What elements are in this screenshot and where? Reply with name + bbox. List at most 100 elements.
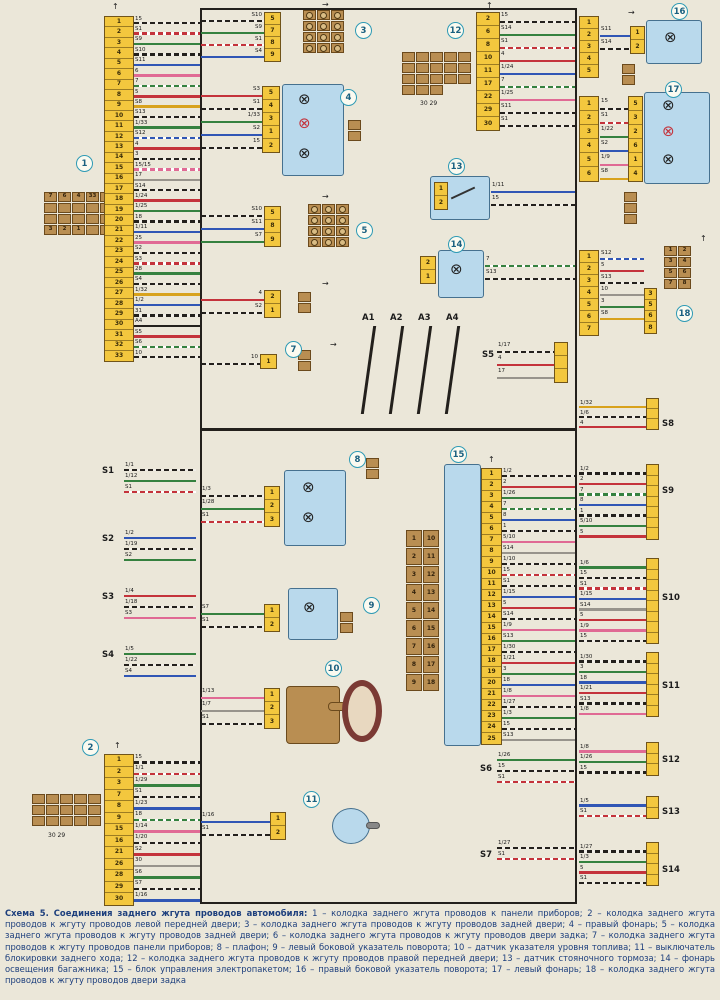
pin-cell: 3	[580, 125, 598, 139]
pin-cell: 11	[477, 65, 499, 78]
wire-circuit-label: 1/24	[135, 192, 148, 199]
wire: 15	[491, 195, 575, 208]
wire-line	[502, 705, 575, 708]
wire-circuit-label: 3	[503, 665, 507, 672]
pin-cell: 6	[580, 311, 598, 323]
connector-pin-cell: 2	[678, 246, 691, 256]
wire-circuit-label: 1/22	[125, 656, 138, 663]
pin-cell: 8	[477, 39, 499, 52]
pin-cell	[647, 601, 658, 612]
wire: 1/3	[579, 854, 646, 866]
wire-circuit-label: 1/3	[503, 709, 512, 716]
bulb-icon: ⊗	[298, 114, 311, 132]
wire-line	[134, 251, 200, 255]
wire: S12	[600, 250, 644, 262]
legend-item: 9 – левый боковой указатель поворота;	[272, 941, 451, 952]
wire: 1/24	[500, 64, 575, 77]
pin-cell: 16	[105, 174, 133, 184]
connector-socket-cell	[331, 21, 344, 31]
wire-line	[579, 629, 646, 632]
pin-cell: 6	[477, 26, 499, 39]
wire-line	[502, 628, 575, 631]
connector-12-mating-block	[402, 52, 471, 95]
wire-circuit-label: 1	[503, 522, 507, 529]
wire-line	[201, 696, 264, 699]
splice-s10-end-strip	[646, 558, 659, 644]
pin-cell	[647, 653, 658, 664]
wire-line	[500, 33, 575, 36]
wire: 1/5	[579, 798, 646, 809]
wire-line	[134, 63, 200, 67]
wire-circuit-label: 1/19	[125, 540, 138, 547]
legend-item: 2 – колодка заднего жгута проводов к жгу…	[5, 908, 715, 930]
wire: 4	[134, 141, 200, 151]
connector-socket-cell	[322, 237, 335, 247]
wire: S9	[201, 24, 264, 36]
wire: S7	[134, 880, 200, 893]
wire: 1/27	[497, 840, 575, 851]
wire: 1/26	[579, 754, 646, 766]
component-number-16: 16	[671, 3, 688, 20]
wire: S14	[600, 39, 630, 52]
pin-cell: 15	[105, 824, 133, 836]
wire-line	[134, 864, 200, 867]
connector-pin-cell	[72, 214, 85, 224]
wire-line	[134, 887, 200, 890]
wire-circuit-label: S3	[125, 609, 132, 616]
wire-circuit-label: S11	[501, 102, 512, 109]
wire: S11	[134, 57, 200, 68]
pin-cell: 2	[635, 42, 640, 50]
wire: 1/27	[579, 844, 646, 855]
wire-line	[600, 121, 628, 124]
wire: 1/30	[579, 654, 646, 665]
wire-circuit-label: S14	[503, 610, 514, 617]
wire-line	[579, 660, 646, 663]
wire-circuit-label: 7	[580, 486, 584, 493]
connector-pin-cell	[444, 52, 457, 62]
wire: S13	[579, 696, 646, 707]
pin-cell	[647, 664, 658, 674]
wire-circuit-label: 1/2	[125, 529, 134, 536]
wire-line	[500, 111, 575, 114]
wire: 6	[134, 68, 200, 78]
wire: 5	[134, 89, 200, 99]
pin-cell: 9	[105, 813, 133, 824]
wire-circuit-label: S1	[255, 35, 262, 42]
pin-cell: 21	[105, 226, 133, 237]
small-connector-block	[366, 458, 379, 479]
wire: S8	[134, 99, 200, 110]
pin-cell: 2	[438, 198, 444, 206]
pin-cell	[647, 622, 658, 633]
caption-legend: 1 – колодка заднего жгута проводов к пан…	[5, 908, 715, 985]
connector-pin-cell	[58, 214, 71, 224]
wire-circuit-label: 1/1	[125, 461, 134, 468]
pin-cell: 25	[487, 734, 496, 742]
component-number-1: 1	[76, 155, 93, 172]
direction-arrow-icon: →	[322, 192, 329, 201]
connector-socket-cell	[308, 226, 321, 236]
pin-cell: 4	[580, 139, 598, 153]
wire-line	[502, 738, 575, 741]
wire: S1	[201, 825, 270, 838]
connector-pin-cell	[58, 203, 71, 213]
connector-socket-cell	[322, 204, 335, 214]
pin-cell: 11	[482, 579, 501, 590]
pin-cell: 2	[275, 828, 281, 836]
wire: 1/2	[134, 297, 200, 308]
wire-circuit-label: S11	[601, 25, 612, 32]
wire: 1/17	[497, 342, 554, 355]
pin-cell: 9	[270, 51, 275, 58]
wire: 1/8	[579, 744, 646, 755]
connector-pin-cell	[458, 63, 471, 73]
wire-circuit-label: S2	[135, 245, 142, 252]
pin-cell: 3	[105, 38, 133, 49]
connector-socket-cell	[336, 226, 349, 236]
